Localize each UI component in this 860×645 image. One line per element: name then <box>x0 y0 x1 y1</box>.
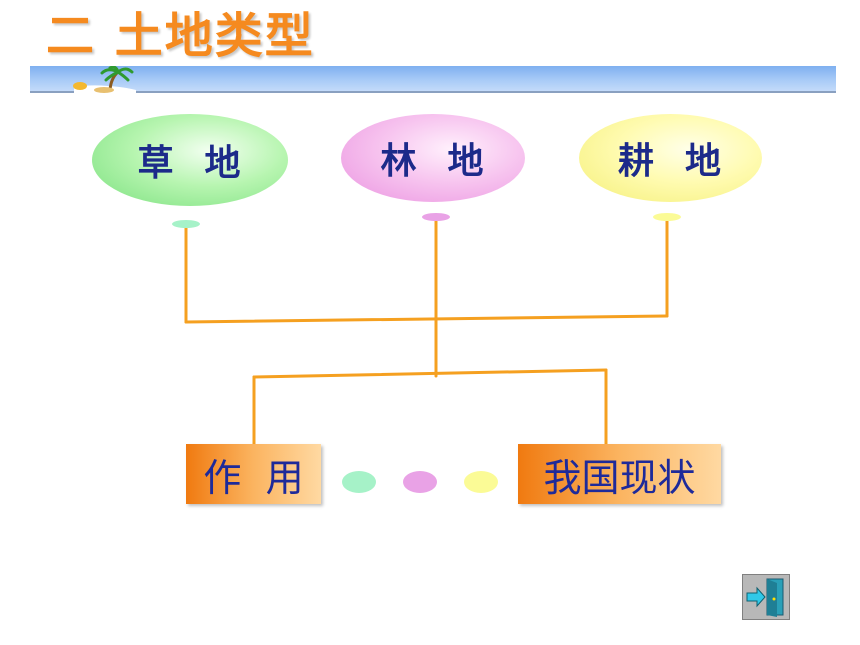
connector-top-bar <box>184 314 669 324</box>
category-grassland-label: 草 地 <box>137 143 243 184</box>
category-forest-label: 林 地 <box>380 141 486 182</box>
decor-dot-yellow <box>464 471 498 493</box>
category-forest[interactable]: 林 地 <box>341 114 525 202</box>
palm-island-icon <box>73 66 136 94</box>
connector-bottom-bar <box>252 368 608 379</box>
grassland-connector-dot <box>172 220 200 228</box>
category-farmland-label: 耕 地 <box>617 141 724 182</box>
decor-dot-green <box>342 471 376 493</box>
header-banner <box>30 66 836 92</box>
forest-connector-dot <box>422 213 450 221</box>
status-box-label: 我国现状 <box>543 455 696 500</box>
farmland-connector-dot <box>653 213 681 221</box>
exit-door-icon <box>746 578 784 617</box>
header-divider <box>30 91 836 93</box>
decor-dot-pink <box>403 471 437 493</box>
category-farmland[interactable]: 耕 地 <box>579 114 762 202</box>
exit-button[interactable] <box>742 574 790 620</box>
category-grassland[interactable]: 草 地 <box>92 114 288 206</box>
use-box[interactable]: 作 用 <box>186 444 321 504</box>
status-box[interactable]: 我国现状 <box>518 444 721 504</box>
use-box-label: 作 用 <box>203 455 304 500</box>
page-title: 二 土地类型 <box>46 8 315 64</box>
